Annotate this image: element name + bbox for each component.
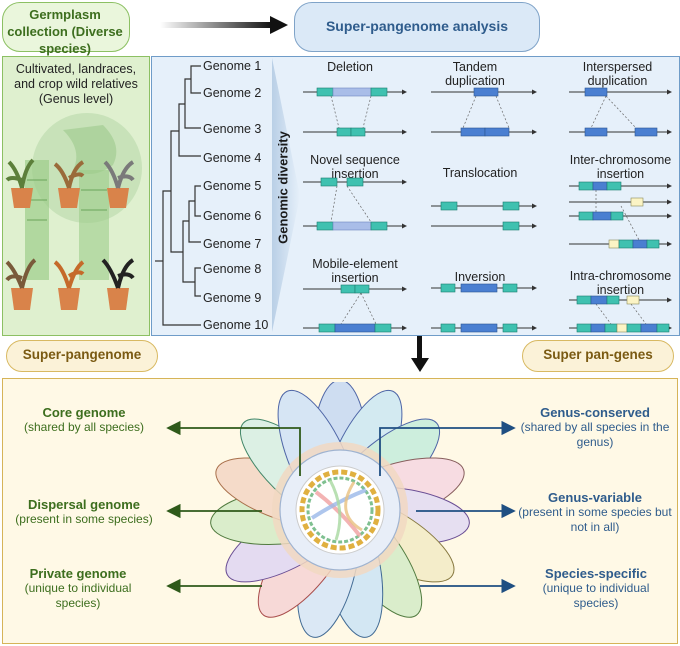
plant-pot-6 xyxy=(101,258,135,310)
genome-label: Genome 3 xyxy=(203,122,262,136)
accessions-label: Cultivated, landraces, and crop wild rel… xyxy=(14,62,138,106)
genome-label: Genome 9 xyxy=(203,291,262,305)
genome-label: Genome 8 xyxy=(203,262,262,276)
top-arrow xyxy=(160,16,288,34)
dispersal-genome-title: Dispersal genome xyxy=(28,497,140,512)
genomes-panel xyxy=(151,56,680,336)
genus-variable-title: Genus-variable xyxy=(548,490,642,505)
core-genome-item: Core genome (shared by all species) xyxy=(8,405,160,435)
analysis-label: Super-pangenome analysis xyxy=(325,18,509,34)
genome-label: Genome 7 xyxy=(203,237,262,251)
analysis-box xyxy=(294,2,540,52)
genome-label: Genome 1 xyxy=(203,59,262,73)
core-genome-desc: (shared by all species) xyxy=(23,420,145,434)
plant-pot-2 xyxy=(53,160,85,208)
super-pangenome-label: Super-pangenome xyxy=(22,347,142,362)
genome-label: Genome 6 xyxy=(203,209,262,223)
variant-title-translocation: Translocation xyxy=(442,166,518,180)
phylogenetic-tree xyxy=(155,65,201,326)
germplasm-box xyxy=(2,2,130,52)
genus-variable-item: Genus-variable (present in some species … xyxy=(516,490,674,535)
super-pangenome-pill xyxy=(6,340,158,372)
flower-diagram xyxy=(210,382,470,638)
plant-pot-5 xyxy=(53,260,85,310)
genome-label: Genome 2 xyxy=(203,86,262,100)
genus-variable-desc: (present in some species but not in all) xyxy=(518,505,672,534)
super-pan-genes-pill xyxy=(522,340,674,372)
variant-schematics xyxy=(303,87,672,333)
down-arrow xyxy=(411,336,429,372)
connector-arrows xyxy=(166,420,516,594)
super-pan-genes-label: Super pan-genes xyxy=(543,347,653,362)
dispersal-genome-item: Dispersal genome (present in some specie… xyxy=(4,497,164,527)
dispersal-genome-desc: (present in some species) xyxy=(15,512,153,526)
genome-label: Genome 4 xyxy=(203,151,262,165)
private-genome-title: Private genome xyxy=(29,566,127,581)
genome-label: Genome 10 xyxy=(203,318,269,332)
plants-illustration xyxy=(5,113,142,310)
species-specific-title: Species-specific xyxy=(545,566,647,581)
plant-pot-4 xyxy=(5,258,37,310)
diversity-wedge xyxy=(272,58,300,332)
private-genome-desc: (unique to individual species) xyxy=(24,581,132,610)
plant-pot-1 xyxy=(5,158,35,208)
genus-conserved-desc: (shared by all species in the genus) xyxy=(520,420,670,449)
private-genome-item: Private genome (unique to individual spe… xyxy=(8,566,148,611)
genus-conserved-title: Genus-conserved xyxy=(540,405,650,420)
plant-pot-3 xyxy=(103,160,135,208)
species-specific-item: Species-specific (unique to individual s… xyxy=(526,566,666,611)
variant-title-deletion: Deletion xyxy=(327,60,373,74)
genome-label: Genome 5 xyxy=(203,179,262,193)
variant-title-inversion: Inversion xyxy=(454,270,506,284)
genus-conserved-item: Genus-conserved (shared by all species i… xyxy=(520,405,670,450)
species-specific-desc: (unique to individual species) xyxy=(542,581,650,610)
core-genome-title: Core genome xyxy=(42,405,126,420)
germplasm-label: Germplasm collection (Diverse species) xyxy=(7,7,123,56)
